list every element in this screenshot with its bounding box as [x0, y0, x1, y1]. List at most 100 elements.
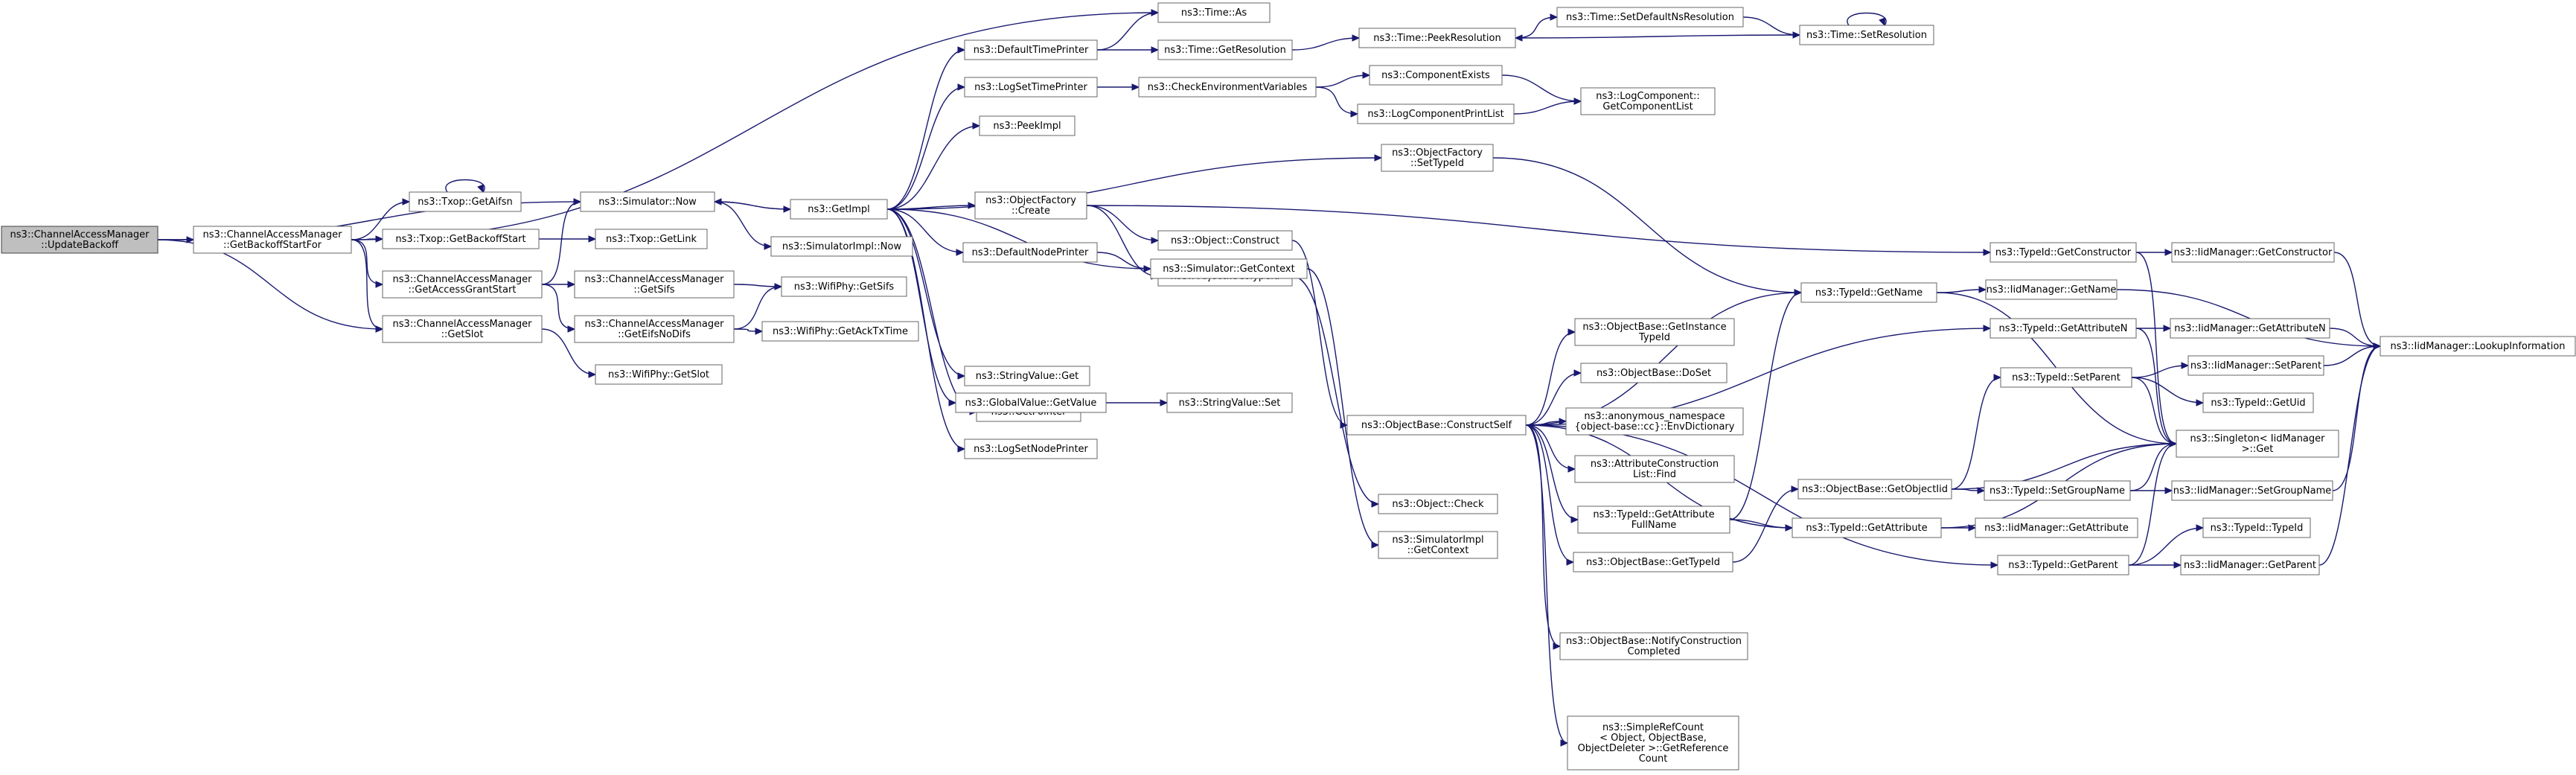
edge-arrowhead — [1977, 487, 1986, 494]
node-obj-factory-set-type-id[interactable]: ns3::ObjectFactory::SetTypeId — [1381, 144, 1494, 172]
node-object-base-get-type-id[interactable]: ns3::ObjectBase::GetTypeId — [1573, 552, 1733, 573]
node-sim-impl-now[interactable]: ns3::SimulatorImpl::Now — [770, 236, 913, 257]
node-log-set-node-printer[interactable]: ns3::LogSetNodePrinter — [964, 438, 1098, 459]
edge-arrowhead — [755, 328, 764, 335]
node-box — [382, 315, 543, 343]
node-type-id-get-attribute[interactable]: ns3::TypeId::GetAttribute — [1792, 517, 1942, 538]
node-singleton-get[interactable]: ns3::Singleton< IidManager>::Get — [2176, 430, 2339, 458]
node-construct-self[interactable]: ns3::ObjectBase::ConstructSelf — [1346, 415, 1527, 436]
edge-arrowhead — [1151, 46, 1160, 54]
call-edge — [541, 201, 581, 285]
node-do-set[interactable]: ns3::ObjectBase::DoSet — [1580, 363, 1728, 383]
node-lookup-information[interactable]: ns3::IidManager::LookupInformation — [2380, 336, 2576, 357]
node-box — [1378, 531, 1498, 559]
node-time-set-default-ns-resolution[interactable]: ns3::Time::SetDefaultNsResolution — [1556, 7, 1744, 28]
node-txop-get-link[interactable]: ns3::Txop::GetLink — [595, 229, 708, 249]
node-box — [2180, 555, 2320, 575]
node-default-time-printer[interactable]: ns3::DefaultTimePrinter — [964, 39, 1098, 60]
edge-arrowhead — [2164, 487, 2173, 494]
node-iid-get-attribute[interactable]: ns3::IidManager::GetAttribute — [1975, 517, 2138, 538]
node-label: ns3::TypeId::GetAttribute — [1806, 523, 1927, 534]
node-iid-get-constructor[interactable]: ns3::IidManager::GetConstructor — [2171, 242, 2335, 263]
call-edge — [2128, 443, 2177, 566]
node-sim-now[interactable]: ns3::Simulator::Now — [580, 191, 715, 212]
node-wifi-phy-get-slot[interactable]: ns3::WifiPhy::GetSlot — [595, 364, 723, 385]
node-iid-set-group-name[interactable]: ns3::IidManager::SetGroupName — [2171, 480, 2333, 501]
node-string-value-set[interactable]: ns3::StringValue::Set — [1166, 392, 1293, 413]
node-env-dictionary[interactable]: ns3::anonymous_namespace{object-base::cc… — [1565, 407, 1744, 436]
node-label: ns3::TypeId::TypeId — [2211, 523, 2304, 534]
node-label: ns3::Time::SetDefaultNsResolution — [1566, 12, 1734, 23]
node-type-id-set-group-name[interactable]: ns3::TypeId::SetGroupName — [1984, 480, 2131, 501]
node-get-object-iid[interactable]: ns3::ObjectBase::GetObjectIid — [1797, 479, 1952, 500]
node-get-access-grant-start[interactable]: ns3::ChannelAccessManager::GetAccessGran… — [382, 270, 543, 299]
node-label: ns3::ComponentExists — [1381, 70, 1490, 81]
node-object-construct[interactable]: ns3::Object::Construct — [1157, 230, 1293, 251]
node-type-id-set-parent[interactable]: ns3::TypeId::SetParent — [2000, 367, 2132, 388]
node-time-as[interactable]: ns3::Time::As — [1157, 2, 1271, 23]
edge-arrowhead — [972, 122, 981, 130]
node-time-peek-resolution[interactable]: ns3::Time::PeekResolution — [1358, 28, 1516, 48]
node-box — [2176, 430, 2339, 458]
node-get-sifs-cam[interactable]: ns3::ChannelAccessManager::GetSifs — [574, 270, 735, 299]
node-type-id-get-constructor[interactable]: ns3::TypeId::GetConstructor — [1989, 242, 2137, 263]
node-get-slot-cam[interactable]: ns3::ChannelAccessManager::GetSlot — [382, 315, 543, 343]
node-get-backoff-start-for[interactable]: ns3::ChannelAccessManager::GetBackoffSta… — [193, 226, 352, 254]
node-global-value-get-value[interactable]: ns3::GlobalValue::GetValue — [955, 392, 1107, 413]
node-get-impl[interactable]: ns3::GetImpl — [790, 199, 888, 220]
node-update-backoff[interactable]: ns3::ChannelAccessManager::UpdateBackoff — [1, 226, 159, 254]
node-box — [595, 364, 723, 385]
node-get-reference-count[interactable]: ns3::SimpleRefCount< Object, ObjectBase,… — [1567, 715, 1739, 771]
node-peek-impl[interactable]: ns3::PeekImpl — [979, 115, 1076, 136]
node-wifi-phy-get-ack-tx-time[interactable]: ns3::WifiPhy::GetAckTxTime — [761, 321, 919, 342]
call-edge — [1086, 205, 1159, 277]
node-check-env-vars[interactable]: ns3::CheckEnvironmentVariables — [1138, 77, 1317, 98]
node-label: ns3::ObjectBase::GetObjectIid — [1802, 484, 1948, 495]
call-edge — [714, 201, 791, 210]
node-notify-construction-completed[interactable]: ns3::ObjectBase::NotifyConstructionCompl… — [1559, 632, 1748, 660]
node-txop-get-aifsn[interactable]: ns3::Txop::GetAifsn — [409, 191, 522, 212]
node-time-set-resolution[interactable]: ns3::Time::SetResolution — [1799, 25, 1934, 45]
node-get-component-list[interactable]: ns3::LogComponent::GetComponentList — [1580, 87, 1716, 115]
node-default-node-printer[interactable]: ns3::DefaultNodePrinter — [962, 242, 1098, 263]
node-box — [2171, 242, 2335, 263]
node-time-get-resolution[interactable]: ns3::Time::GetResolution — [1157, 39, 1293, 60]
node-type-id-get-uid[interactable]: ns3::TypeId::GetUid — [2202, 392, 2314, 413]
node-iid-get-name[interactable]: ns3::IidManager::GetName — [1985, 279, 2118, 300]
node-iid-get-attribute-n[interactable]: ns3::IidManager::GetAttributeN — [2170, 318, 2330, 339]
node-obj-factory-create[interactable]: ns3::ObjectFactory::Create — [974, 191, 1087, 220]
node-object-check[interactable]: ns3::Object::Check — [1378, 494, 1498, 514]
node-get-eifs-no-difs[interactable]: ns3::ChannelAccessManager::GetEifsNoDifs — [574, 315, 735, 343]
node-sim-get-context[interactable]: ns3::Simulator::GetContext — [1150, 258, 1308, 279]
edge-arrowhead — [956, 249, 965, 256]
node-type-id-get-attribute-n[interactable]: ns3::TypeId::GetAttributeN — [1989, 318, 2137, 339]
edge-arrowhead — [2163, 325, 2172, 332]
call-edge — [2131, 377, 2204, 404]
node-box — [1157, 2, 1271, 23]
node-iid-set-parent[interactable]: ns3::IidManager::SetParent — [2187, 355, 2324, 376]
node-log-component-print-list[interactable]: ns3::LogComponentPrintList — [1357, 103, 1515, 124]
node-type-id-get-parent[interactable]: ns3::TypeId::GetParent — [1997, 555, 2129, 575]
node-wifi-phy-get-sifs[interactable]: ns3::WifiPhy::GetSifs — [781, 276, 907, 297]
node-box — [1138, 77, 1317, 98]
node-string-value-get[interactable]: ns3::StringValue::Get — [964, 366, 1090, 386]
node-log-set-time-printer[interactable]: ns3::LogSetTimePrinter — [964, 77, 1098, 98]
node-label: ns3::Simulator::Now — [598, 197, 697, 208]
node-sim-impl-get-context[interactable]: ns3::SimulatorImpl::GetContext — [1378, 531, 1498, 559]
node-box — [979, 115, 1076, 136]
node-box — [770, 236, 913, 257]
node-label: ns3::IidManager::GetAttributeN — [2174, 323, 2326, 334]
call-edge — [733, 286, 782, 330]
node-box — [1792, 517, 1942, 538]
edge-arrowhead — [1570, 516, 1579, 523]
node-txop-get-backoff-start[interactable]: ns3::Txop::GetBackoffStart — [382, 229, 540, 249]
node-type-id-type-id[interactable]: ns3::TypeId::TypeId — [2202, 517, 2311, 538]
node-type-id-get-name[interactable]: ns3::TypeId::GetName — [1800, 282, 1937, 303]
node-component-exists[interactable]: ns3::ComponentExists — [1369, 65, 1503, 86]
node-iid-get-parent[interactable]: ns3::IidManager::GetParent — [2180, 555, 2320, 575]
node-label: ns3::TypeId::GetAttributeN — [1998, 323, 2127, 334]
node-box — [1346, 415, 1527, 436]
